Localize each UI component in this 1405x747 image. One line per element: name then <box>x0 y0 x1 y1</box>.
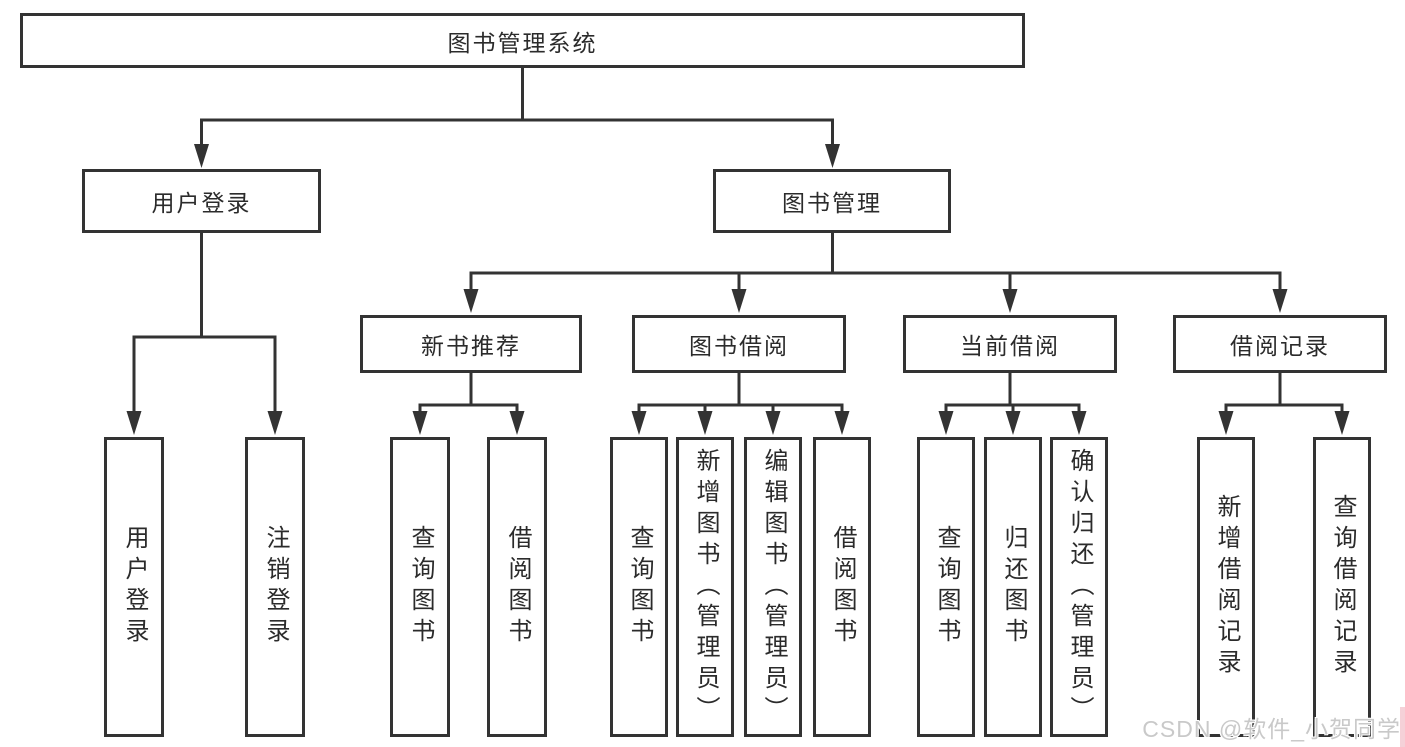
leaf-borrow-books: 借阅图书 <box>813 437 871 737</box>
edge-color-artifact <box>1400 707 1405 747</box>
leaf-confirm-return-admin: 确认归还（管理员） <box>1050 437 1108 737</box>
leaf-add-books-admin: 新增图书（管理员） <box>676 437 734 737</box>
node-label: 图书管理 <box>782 190 882 216</box>
node-label: 借阅图书 <box>829 525 856 649</box>
node-label: 查询图书 <box>626 525 653 649</box>
node-label: 查询图书 <box>933 525 960 649</box>
node-library-management-system: 图书管理系统 <box>20 13 1025 68</box>
node-current-borrowing: 当前借阅 <box>903 315 1117 373</box>
leaf-user-login: 用户登录 <box>104 437 164 737</box>
node-user-login: 用户登录 <box>82 169 321 233</box>
node-label: 查询图书 <box>407 525 434 649</box>
leaf-query-books: 查询图书 <box>610 437 668 737</box>
node-new-book-recommendation: 新书推荐 <box>360 315 582 373</box>
node-label: 借阅记录 <box>1230 333 1330 359</box>
node-label: 新增图书（管理员） <box>692 447 719 727</box>
node-label: 新书推荐 <box>421 333 521 359</box>
node-borrowing-records: 借阅记录 <box>1173 315 1387 373</box>
leaf-add-borrow-record: 新增借阅记录 <box>1197 437 1255 737</box>
node-label: 当前借阅 <box>960 333 1060 359</box>
csdn-watermark: CSDN @软件_小贺同学 <box>1142 716 1401 742</box>
node-label: 借阅图书 <box>504 525 531 649</box>
node-label: 新增借阅记录 <box>1213 494 1240 680</box>
node-label: 用户登录 <box>121 525 148 649</box>
node-label: 图书管理系统 <box>447 29 598 56</box>
node-label: 图书借阅 <box>689 333 789 359</box>
leaf-borrow-books-recommend: 借阅图书 <box>487 437 547 737</box>
node-label: 查询借阅记录 <box>1329 494 1356 680</box>
leaf-return-books: 归还图书 <box>984 437 1042 737</box>
node-label: 编辑图书（管理员） <box>760 447 787 727</box>
leaf-logout: 注销登录 <box>245 437 305 737</box>
leaf-query-borrow-record: 查询借阅记录 <box>1313 437 1371 737</box>
node-label: 确认归还（管理员） <box>1066 447 1093 727</box>
node-label: 注销登录 <box>262 525 289 649</box>
leaf-query-books-recommend: 查询图书 <box>390 437 450 737</box>
leaf-query-books-current: 查询图书 <box>917 437 975 737</box>
leaf-edit-books-admin: 编辑图书（管理员） <box>744 437 802 737</box>
node-book-borrowing: 图书借阅 <box>632 315 846 373</box>
node-label: 用户登录 <box>151 190 252 216</box>
node-label: 归还图书 <box>1000 525 1027 649</box>
node-book-management: 图书管理 <box>713 169 951 233</box>
